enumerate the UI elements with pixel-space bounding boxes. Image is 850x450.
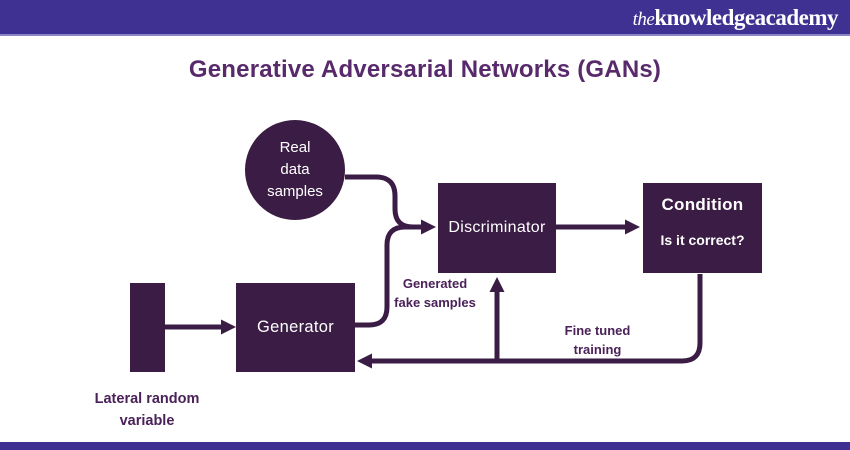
header-separator — [0, 34, 850, 36]
logo-knowledge: knowledge — [654, 4, 755, 30]
condition-node: Condition Is it correct? — [643, 183, 762, 273]
lateral-random-variable-node — [130, 283, 165, 372]
arrow-condition-to-generator — [357, 274, 703, 369]
lateral-random-variable-label: Lateral random variable — [94, 391, 200, 429]
generated-fake-samples-label: Generated fake samples — [394, 276, 476, 310]
arrow-realdata-to-discriminator — [345, 174, 436, 235]
knowledge-academy-logo: theknowledgeacademy — [633, 6, 850, 29]
footer-bar — [0, 442, 850, 450]
page-title: Generative Adversarial Networks (GANs) — [188, 56, 662, 83]
real-data-samples-node: Real data samples — [245, 120, 345, 220]
condition-title: Condition — [661, 195, 744, 214]
header-bar: theknowledgeacademy — [0, 0, 850, 34]
logo-the: the — [632, 8, 655, 30]
arrow-generator-to-discriminator — [355, 224, 415, 328]
condition-subtitle: Is it correct? — [660, 232, 745, 248]
fine-tuned-training-label: Fine tuned training — [564, 323, 631, 357]
logo-academy: academy — [754, 4, 839, 30]
discriminator-node: Discriminator — [438, 183, 556, 273]
generator-node: Generator — [236, 283, 355, 372]
